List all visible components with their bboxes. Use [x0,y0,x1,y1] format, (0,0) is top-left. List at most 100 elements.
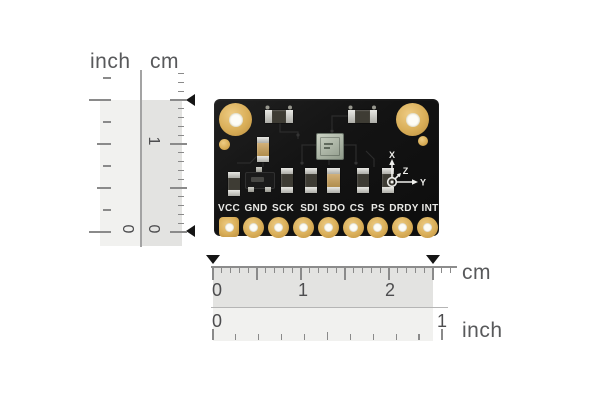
cm-ruler-baseline [211,266,457,268]
horizontal-cm-ruler-label: cm [462,261,491,284]
ruler-tick [326,332,328,340]
horizontal-inch-ruler-label: inch [462,319,503,342]
cm-number-1: 1 [297,280,309,300]
vertical-cm-ruler-band [141,100,182,246]
ruler-tick [395,334,397,340]
ruler-tick [178,125,184,127]
ruler-tick [372,334,374,340]
ruler-tick [235,334,237,340]
ruler-tick [103,165,111,167]
pcb-board: X Y Z VCC GND SCK SDI SDO CS PS DRDY INT [214,99,439,238]
ruler-tick [335,268,337,273]
smd-resistor [265,110,293,123]
mounting-hole-top-left [219,103,252,136]
ruler-tick [89,231,111,233]
pin-pad-sck [268,216,290,238]
ruler-tick [303,334,306,340]
ruler-tick [178,90,184,92]
sot23-pin [256,167,262,172]
axis-origin-icon [386,176,398,188]
ruler-tick [265,268,267,273]
ruler-tick [258,334,260,340]
ruler-tick [89,99,111,101]
fiducial-dot-left [218,138,230,150]
ruler-tick [212,268,214,280]
ruler-tick [353,268,355,273]
ruler-tick [349,334,351,340]
ruler-tick [247,268,249,273]
ruler-tick [178,108,184,110]
ruler-tick [170,99,187,101]
sensor-chip [316,133,344,160]
ruler-tick [432,268,434,280]
ruler-tick [212,329,214,340]
ruler-tick [97,143,111,145]
vertical-inch-number-0: 0 [119,224,136,234]
ruler-tick [449,268,452,273]
ruler-tick [370,268,372,273]
ruler-tick [309,268,311,273]
inch-number-1: 1 [436,311,448,331]
solder-via-dots [265,105,376,110]
z-axis-label: Z [403,166,409,176]
ruler-tick [170,187,187,189]
sot23-transistor [245,172,275,189]
board-right-extent-marker-icon [426,255,440,264]
ruler-tick [178,152,184,154]
x-axis-label: X [389,150,395,160]
ruler-tick [170,143,187,145]
ruler-tick [229,268,232,273]
pin-label-cs: CS [349,203,365,214]
ruler-tick [221,268,223,273]
smd-resistor [281,168,293,193]
ruler-tick [291,268,293,273]
ruler-tick [441,268,443,273]
ruler-tick [178,169,184,171]
pin-pad-ps [367,216,389,238]
ruler-tick [238,268,240,273]
board-left-extent-marker-icon [206,255,220,264]
ruler-separator-line [211,306,448,308]
ruler-tick [178,81,184,83]
board-top-extent-marker-icon [186,94,195,106]
ruler-tick [273,268,276,273]
pin-pad-vcc [219,217,239,237]
pin-pad-drdy [392,216,414,238]
ruler-tick [178,72,184,75]
pin-label-sdi: SDI [300,203,318,214]
pin-label-gnd: GND [244,203,268,214]
horizontal-inch-ruler-band [213,307,433,341]
ruler-tick [282,268,284,273]
cm-number-2: 2 [384,280,396,300]
vertical-ruler-divider [140,70,142,247]
ruler-tick [281,334,283,340]
smd-capacitor [257,137,269,162]
ruler-tick [379,268,381,273]
pin-label-ps: PS [371,203,385,214]
ruler-tick [103,77,111,79]
smd-resistor [348,110,377,123]
ruler-tick [317,268,320,273]
z-axis-arrow [394,174,400,180]
ruler-tick [178,178,184,180]
ruler-tick [178,134,184,136]
horizontal-cm-ruler-band [213,268,433,307]
ruler-tick [178,222,184,224]
ruler-tick [178,204,184,207]
pin-label-sdo: SDO [322,203,346,214]
sot23-marking [251,177,264,182]
pin-pad-sdi [292,216,314,238]
ruler-tick [97,187,111,189]
ruler-tick [256,268,258,280]
pin-label-vcc: VCC [217,203,241,214]
vertical-inch-ruler-band [100,100,141,246]
ruler-tick [361,268,364,273]
smd-capacitor [327,168,340,193]
ruler-tick [178,213,184,215]
ruler-tick [178,160,184,163]
ruler-tick [414,268,416,273]
smd-resistor [357,168,369,193]
ruler-tick [103,121,111,123]
fiducial-dot-right [418,136,428,146]
